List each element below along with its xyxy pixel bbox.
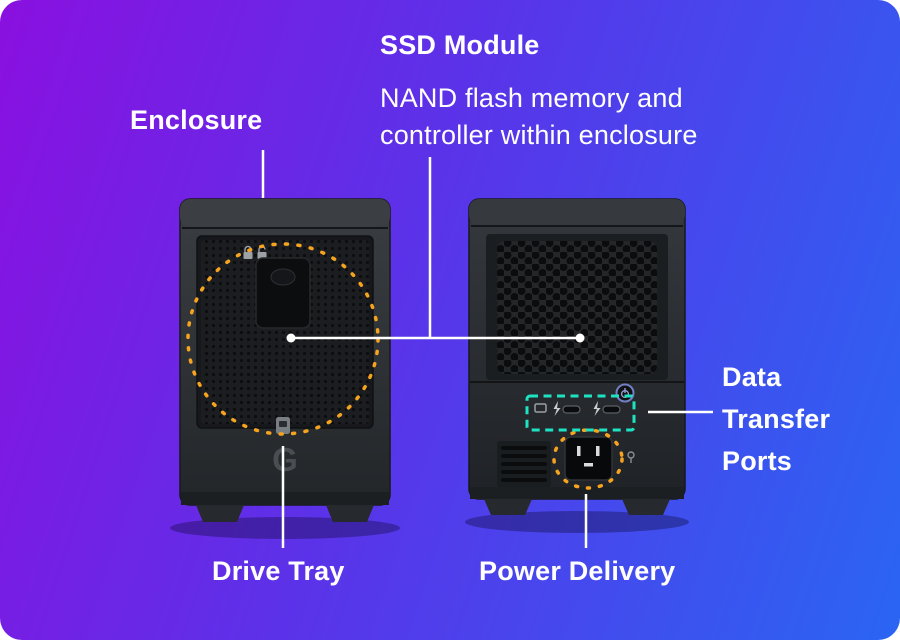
connector-lines xyxy=(261,150,713,548)
drive-tray-latch xyxy=(276,417,290,434)
power-highlight-circle xyxy=(552,428,624,490)
ssd-connector-dot-left xyxy=(286,333,296,343)
ssd-connector-dot-right xyxy=(575,333,585,343)
ssd-module-title: SSD Module xyxy=(380,30,540,60)
ssd-module-description-line2: controller within enclosure xyxy=(380,120,698,150)
data-ports xyxy=(534,401,621,416)
front-foot-right xyxy=(326,505,374,522)
dc-in-icon xyxy=(534,403,547,413)
front-foot-left xyxy=(196,505,244,522)
drive-door-perforation xyxy=(201,240,369,424)
enclosure-back-device xyxy=(465,198,689,533)
back-device-shadow xyxy=(465,511,689,533)
back-foot-right xyxy=(622,499,670,515)
front-device-shadow xyxy=(170,517,400,539)
ports-highlight-box xyxy=(525,394,636,432)
front-device-top-cap xyxy=(180,199,390,227)
enclosure-label: Enclosure xyxy=(130,105,263,135)
ssd-module-description: NAND flash memory and controller within … xyxy=(380,80,698,154)
data-transfer-ports-line2: Transfer xyxy=(722,404,831,434)
ssd-module-description-line1: NAND flash memory and xyxy=(380,83,683,113)
thunderbolt-icon xyxy=(553,401,561,416)
back-foot-left xyxy=(484,499,532,515)
drive-tray-label: Drive Tray xyxy=(212,556,345,586)
thunderbolt-icon xyxy=(593,401,601,416)
g-logo: G xyxy=(272,441,298,478)
back-device-top-cap xyxy=(469,199,685,225)
power-delivery-label: Power Delivery xyxy=(479,556,676,586)
front-base xyxy=(181,492,389,505)
data-transfer-ports-label: Data Transfer Ports xyxy=(722,356,830,482)
back-base xyxy=(470,487,684,499)
kensington-lock-icon xyxy=(627,451,635,463)
vent-louvers xyxy=(497,441,551,487)
data-transfer-ports-line1: Data xyxy=(722,362,782,392)
usbc-port xyxy=(562,405,581,414)
enclosure-front-device: G xyxy=(170,198,400,539)
power-button xyxy=(615,383,635,403)
power-inlet xyxy=(564,436,613,481)
usbc-port xyxy=(602,405,621,414)
data-transfer-ports-line3: Ports xyxy=(722,446,793,476)
drive-handle xyxy=(255,257,311,329)
fan-grille xyxy=(497,241,657,374)
